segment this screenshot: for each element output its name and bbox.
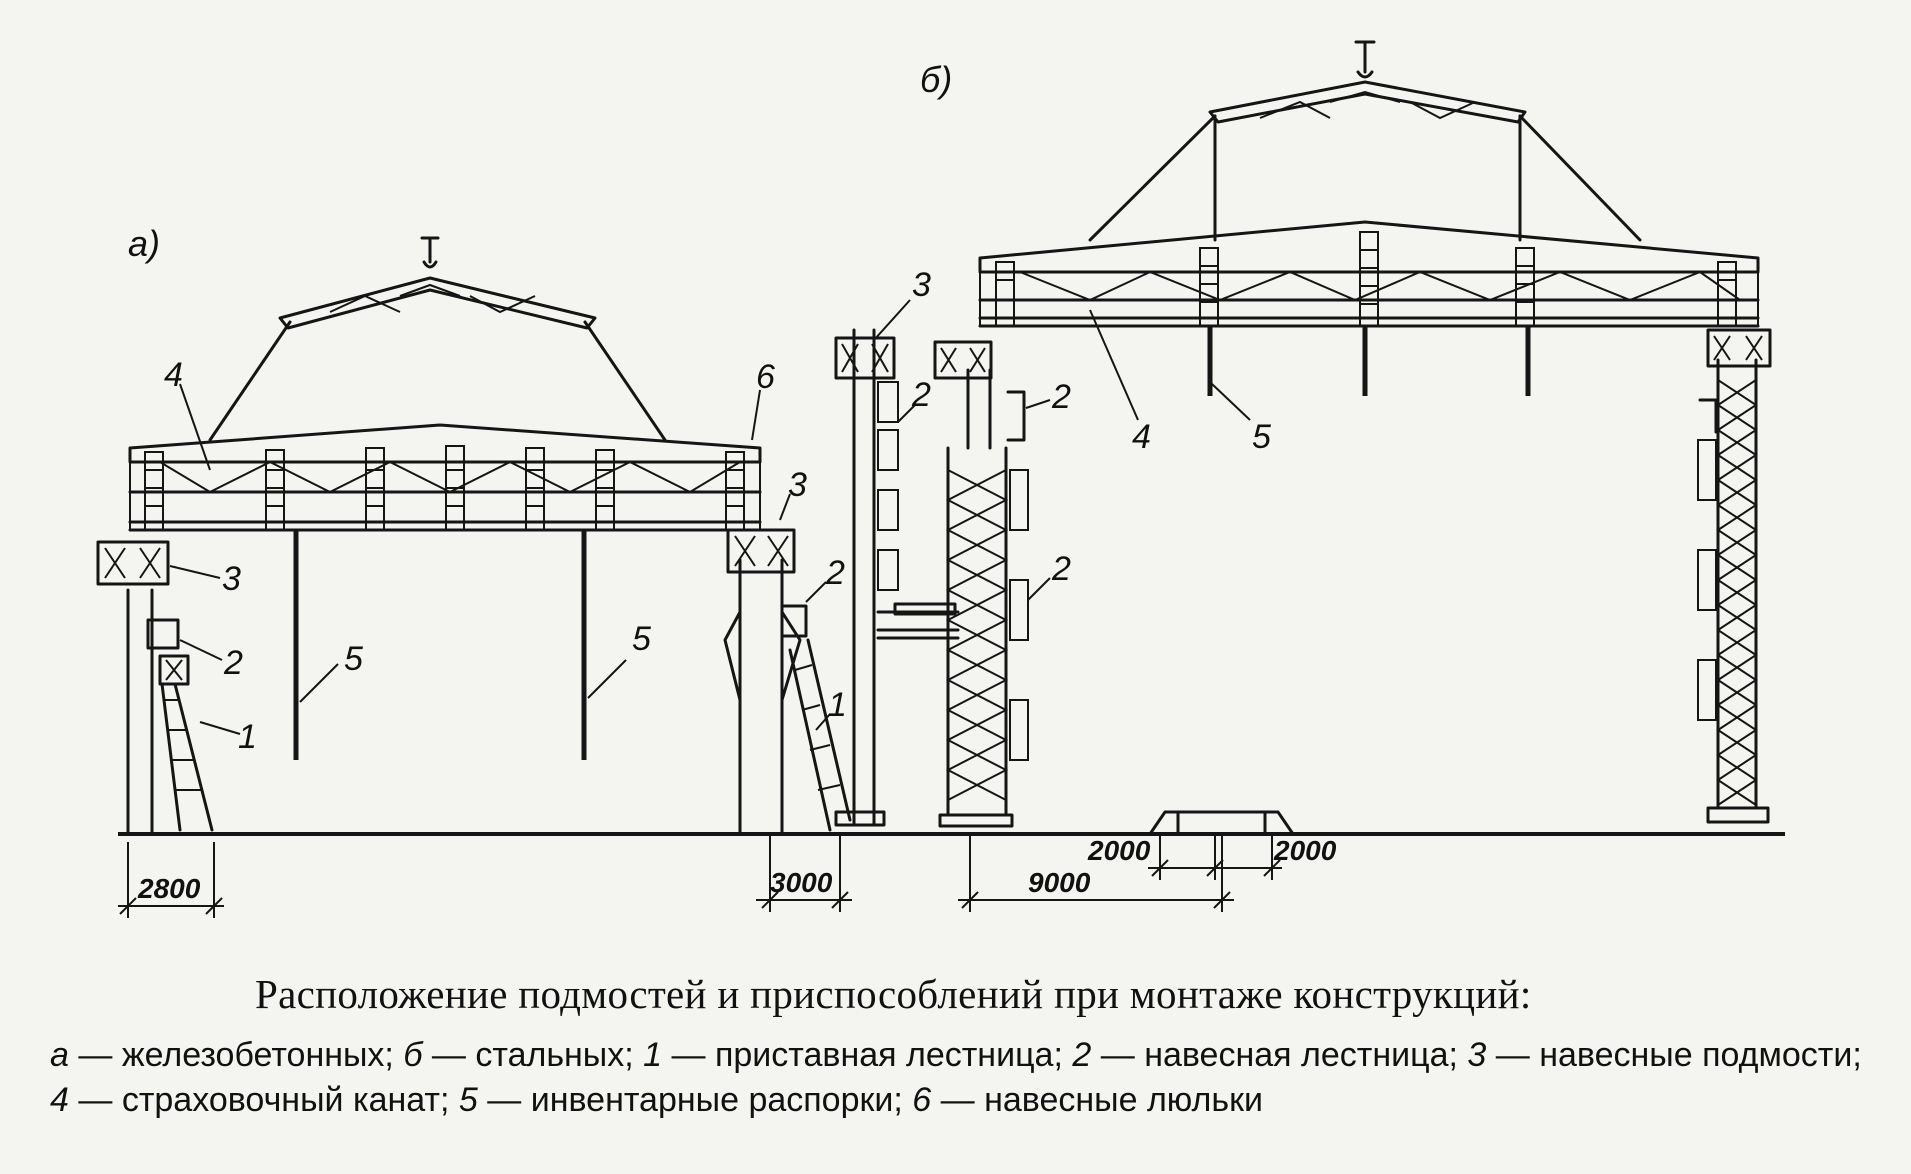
legend-key-2: 2 [1072, 1036, 1092, 1074]
legend-key-1: 1 [643, 1036, 663, 1074]
legend-text-3: навесные подмости; [1539, 1036, 1862, 1074]
callout-1-a-left: 1 [238, 718, 257, 756]
dimension-3000: 3000 [770, 867, 833, 898]
callout-5-a-right: 5 [632, 620, 651, 658]
legend-text-2: навесная лестница; [1144, 1036, 1458, 1074]
callout-6: 6 [756, 358, 775, 396]
callout-2-middle-left: 2 [911, 376, 931, 414]
callout-4-b: 4 [1132, 418, 1151, 456]
callout-5-a-left: 5 [344, 640, 363, 678]
subfigure-b-label: б) [920, 59, 952, 100]
legend-text-5: инвентарные распорки; [530, 1081, 903, 1119]
legend-text-a: железобетонных; [121, 1036, 394, 1074]
dimension-9000: 9000 [1028, 867, 1091, 898]
legend-key-5: 5 [458, 1081, 478, 1119]
figure-caption-legend: а — железобетонных; б — стальных; 1 — пр… [50, 1036, 1862, 1119]
figure-caption-title: Расположение подмостей и приспособлений … [255, 971, 1532, 1017]
legend-text-4: страховочный канат; [121, 1081, 450, 1119]
callout-3-middle: 3 [912, 266, 931, 304]
callout-2-a-right: 2 [825, 554, 845, 592]
callout-5-b: 5 [1252, 418, 1271, 456]
middle-columns-drawing [834, 328, 1029, 828]
legend-key-6: 6 [912, 1081, 932, 1119]
callout-3-a-left: 3 [222, 560, 241, 598]
dimension-2800: 2800 [137, 873, 201, 904]
legend-text-b: стальных; [475, 1036, 634, 1074]
legend-text-1: приставная лестница; [714, 1036, 1063, 1074]
legend-key-4: 4 [50, 1081, 69, 1119]
callout-2-middle-right: 2 [1051, 378, 1071, 416]
dimension-2000-right: 2000 [1273, 835, 1337, 866]
callout-2-middle-lower: 2 [1051, 550, 1071, 588]
subfigure-b-drawing [978, 40, 1772, 836]
legend-text-6: навесные люльки [984, 1081, 1263, 1119]
callout-1-a-right: 1 [828, 686, 847, 724]
legend-key-3: 3 [1467, 1036, 1487, 1074]
legend-key-b: б [403, 1036, 423, 1074]
callout-labels: а) б) 4 6 3 2 1 5 5 3 2 1 3 2 2 2 4 [118, 59, 1337, 918]
subfigure-a-drawing [96, 236, 852, 836]
subfigure-a-label: а) [128, 223, 160, 264]
callout-3-a-right: 3 [788, 466, 807, 504]
legend-key-a: а [50, 1036, 69, 1074]
callout-2-a-left: 2 [223, 644, 243, 682]
callout-4-a: 4 [164, 356, 183, 394]
dimension-2000-left: 2000 [1087, 835, 1151, 866]
